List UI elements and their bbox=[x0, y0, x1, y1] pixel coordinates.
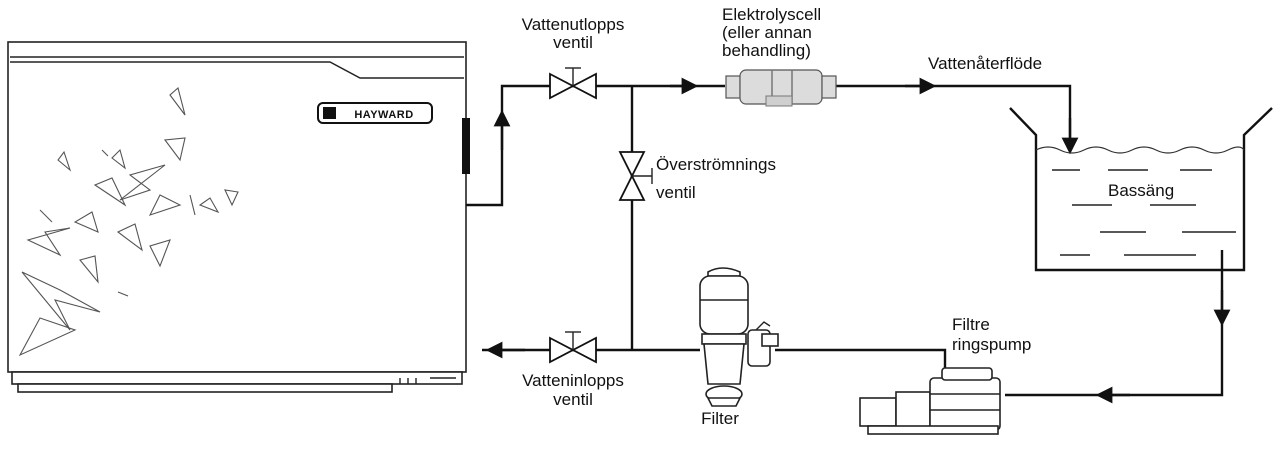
pump-label-line2: ringspump bbox=[952, 335, 1031, 354]
electrolysis-cell bbox=[725, 69, 837, 107]
cell-label-line1: Elektrolyscell bbox=[722, 5, 821, 24]
heat-pump-top-panel-line bbox=[10, 61, 464, 79]
brand-logo-text: HAYWARD bbox=[354, 109, 413, 121]
bypass-valve bbox=[618, 151, 653, 201]
heat-pump-body bbox=[7, 41, 467, 373]
heat-pump-base-vents bbox=[399, 377, 456, 384]
pool-outlet-pipe bbox=[1005, 250, 1224, 397]
heat-pump-base bbox=[11, 371, 463, 385]
heat-pump-foot bbox=[17, 383, 393, 393]
cell-label-line3: behandling) bbox=[722, 41, 811, 60]
heat-pump-unit: HAYWARD bbox=[7, 41, 470, 393]
outlet-valve bbox=[549, 67, 597, 100]
pump-label-line1: Filtre bbox=[952, 315, 990, 334]
filter-label: Filter bbox=[701, 409, 739, 428]
origami-bird-decoration bbox=[18, 86, 239, 357]
inlet-valve-label-line2: ventil bbox=[553, 390, 593, 409]
brand-logo-badge bbox=[317, 102, 433, 124]
pool-label: Bassäng bbox=[1108, 181, 1174, 200]
pump-to-filter-pipe bbox=[775, 348, 947, 378]
inlet-valve-label-line1: Vatteninlopps bbox=[522, 371, 624, 390]
pool-water-lines bbox=[1052, 169, 1236, 256]
brand-logo-mark bbox=[323, 107, 336, 119]
cell-label-line2: (eller annan bbox=[722, 23, 812, 42]
pool-water-surface bbox=[1035, 146, 1245, 154]
inlet-valve bbox=[549, 331, 597, 364]
labels: Vattenutlopps ventil Elektrolyscell (ell… bbox=[522, 5, 1175, 428]
sand-filter bbox=[699, 267, 779, 407]
bypass-valve-label-line2: ventil bbox=[656, 183, 696, 202]
return-pipe bbox=[836, 84, 1072, 140]
pool-basin bbox=[1009, 107, 1273, 272]
outlet-valve-label-line2: ventil bbox=[553, 33, 593, 52]
heat-pump-connector-panel bbox=[462, 118, 470, 174]
return-flow-label: Vattenåterflöde bbox=[928, 54, 1042, 73]
filter-pump bbox=[859, 367, 1001, 435]
bypass-valve-label-line1: Överströmnings bbox=[656, 155, 776, 174]
outlet-valve-label-line1: Vattenutlopps bbox=[522, 15, 625, 34]
